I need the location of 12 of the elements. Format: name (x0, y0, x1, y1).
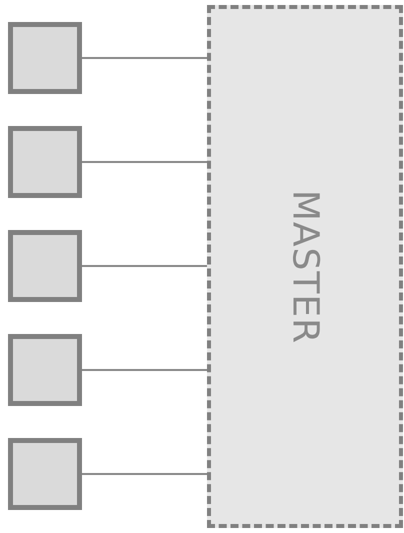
square-box (8, 230, 82, 302)
connector-line (82, 161, 207, 163)
connector-line (82, 265, 207, 267)
square-box (8, 438, 82, 510)
connector-line (82, 473, 207, 475)
master-box (207, 5, 403, 528)
square-box (8, 126, 82, 198)
square-box (8, 334, 82, 406)
square-box (8, 22, 82, 94)
node-label: MASTER (284, 189, 326, 344)
connector-line (82, 57, 207, 59)
connector-line (82, 369, 207, 371)
